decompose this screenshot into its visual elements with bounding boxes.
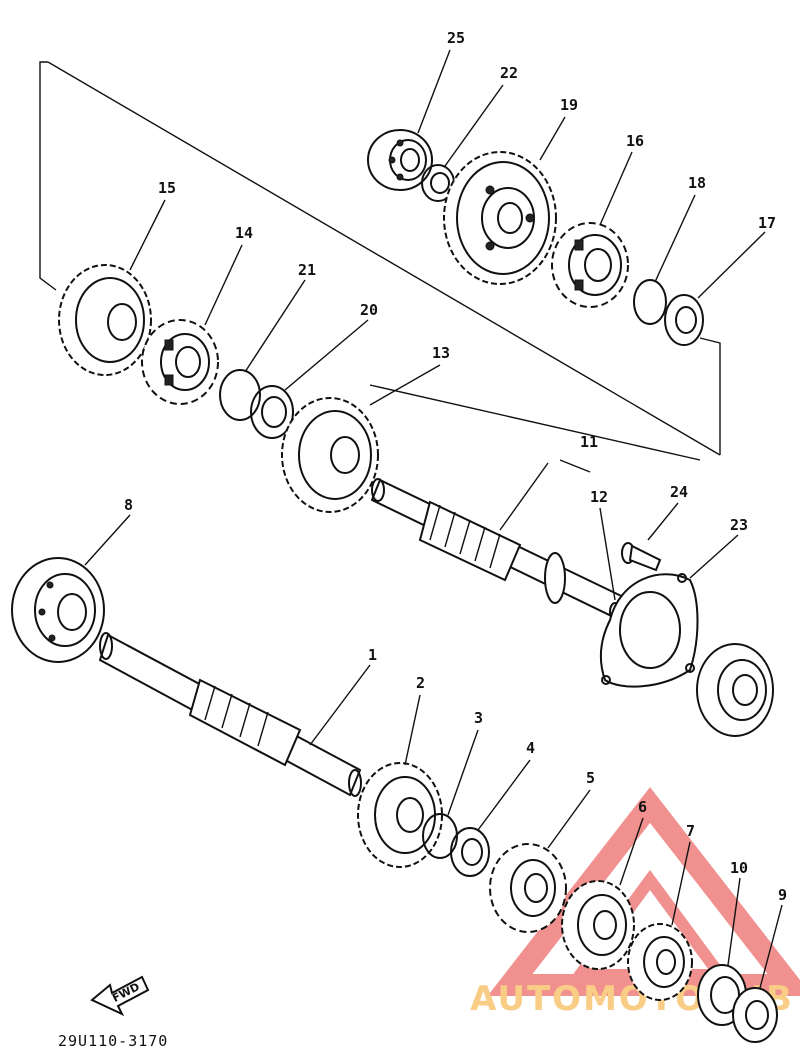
- callout-10: 10: [730, 859, 748, 877]
- callout-8: 8: [124, 496, 133, 514]
- diagram-part-code: 29U110-3170: [58, 1032, 168, 1050]
- part-8-bearing: [11, 557, 105, 663]
- part-16-gear: [551, 222, 629, 308]
- callout-5: 5: [586, 769, 595, 787]
- callout-13: 13: [432, 344, 450, 362]
- callout-11: 11: [580, 433, 598, 451]
- leader-lines: [84, 49, 783, 989]
- part-18-circlip: [633, 279, 667, 325]
- callout-labels: 25 22 19 16 18 17 15 14 21 20 13 11 12 2…: [124, 29, 787, 904]
- part-15-gear: [58, 264, 152, 376]
- part-14-gear: [141, 319, 219, 405]
- part-17-washer: [664, 294, 704, 346]
- part-6-gear: [561, 880, 635, 970]
- part-4-washer: [450, 827, 490, 877]
- callout-14: 14: [235, 224, 253, 242]
- right-bearing: [696, 643, 774, 737]
- callout-24: 24: [670, 483, 688, 501]
- part-11-main-axle: [370, 478, 642, 627]
- part-5-gear: [489, 843, 567, 933]
- callout-2: 2: [416, 674, 425, 692]
- callout-18: 18: [688, 174, 706, 192]
- part-2-gear: [357, 762, 443, 868]
- part-25-bearing: [367, 129, 433, 191]
- callout-25: 25: [447, 29, 465, 47]
- part-19-gear: [443, 151, 557, 285]
- part-9-washer: [732, 987, 778, 1043]
- callout-16: 16: [626, 132, 644, 150]
- callout-21: 21: [298, 261, 316, 279]
- part-7-gear: [627, 923, 693, 1001]
- part-13-gear: [281, 397, 379, 513]
- callout-23: 23: [730, 516, 748, 534]
- callout-7: 7: [686, 822, 695, 840]
- part-23-bearing-plate: [599, 573, 699, 688]
- callout-12: 12: [590, 488, 608, 506]
- callout-6: 6: [638, 798, 647, 816]
- callout-3: 3: [474, 709, 483, 727]
- part-20-washer: [250, 385, 294, 439]
- part-24-screw: [621, 542, 662, 572]
- bracket-lines: [39, 61, 721, 461]
- callout-20: 20: [360, 301, 378, 319]
- part-21-circlip: [219, 369, 261, 421]
- callout-17: 17: [758, 214, 776, 232]
- callout-4: 4: [526, 739, 535, 757]
- callout-9: 9: [778, 886, 787, 904]
- callout-15: 15: [158, 179, 176, 197]
- fwd-arrow: FWD: [90, 975, 150, 1017]
- callout-22: 22: [500, 64, 518, 82]
- callout-1: 1: [368, 646, 377, 664]
- part-1-drive-axle: [98, 632, 362, 797]
- callout-19: 19: [560, 96, 578, 114]
